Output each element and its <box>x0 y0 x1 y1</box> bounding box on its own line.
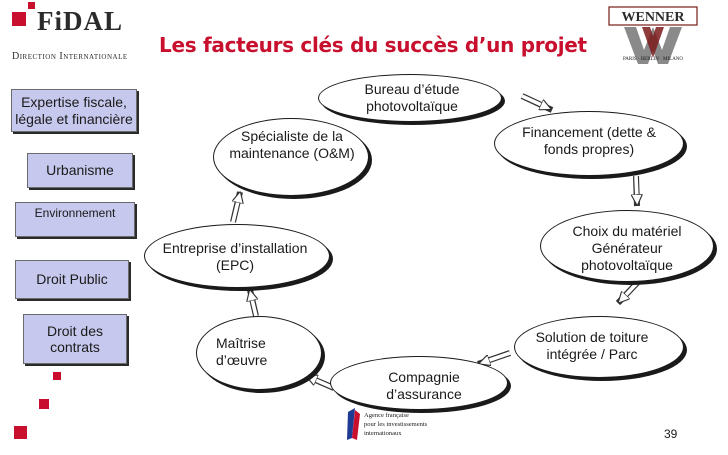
node-maitrise-oeuvre-label: Maîtrise d’œuvre <box>216 335 268 368</box>
node-choix-materiel <box>540 210 714 282</box>
afii-logo-line3: internationaux <box>364 430 402 437</box>
sidebar-item-droit-public: Droit Public <box>15 260 129 299</box>
node-specialiste-maintenance-label: Spécialiste de la maintenance (O&M) <box>229 128 355 161</box>
page-number: 39 <box>664 427 678 441</box>
node-compagnie-assurance-label: Compagnie d’assurance <box>386 369 462 402</box>
wenner-logo-name: WENNER <box>621 10 685 25</box>
sidebar-item-environnement: Environnement <box>15 202 135 237</box>
fidal-logo-square <box>12 12 26 26</box>
node-solution-toiture-label: Solution de toiture intégrée / Parc <box>535 329 649 362</box>
node-financement-label: Financement (dette & fonds propres) <box>522 124 656 157</box>
sidebar-item-label: Environnement <box>34 206 116 220</box>
sidebar-item-label: Expertise fiscale, légale et financière <box>15 94 133 127</box>
decor-square-1 <box>53 372 61 380</box>
fidal-subtitle: Direction Internationale <box>12 51 128 62</box>
node-bureau-etude-label: Bureau d’étude photovoltaïque <box>364 81 460 114</box>
fidal-logo: FiDAL <box>37 6 123 36</box>
sidebar-item-label: Urbanisme <box>46 162 114 179</box>
node-bureau-etude <box>318 74 502 122</box>
node-financement <box>494 111 684 176</box>
sidebar-item-label: Droit Public <box>36 271 108 288</box>
node-specialiste-maintenance <box>213 118 369 196</box>
decor-square-2 <box>39 399 49 409</box>
node-maitrise-oeuvre <box>196 316 322 390</box>
wenner-logo: WENNER PARIS · BERLIN · MILANO <box>608 6 698 64</box>
node-compagnie-assurance <box>330 356 508 410</box>
wenner-logo-cities: PARIS · BERLIN · MILANO <box>623 57 683 62</box>
decor-square-3 <box>14 426 27 439</box>
sidebar-item-expertise: Expertise fiscale, légale et financière <box>11 89 137 132</box>
node-entreprise-installation-label: Entreprise d’installation (EPC) <box>162 240 308 273</box>
node-entreprise-installation <box>144 224 330 288</box>
node-choix-materiel-label: Choix du matériel Générateur photovoltaï… <box>572 223 682 273</box>
node-solution-toiture <box>514 316 684 378</box>
afii-logo: Agence française pour les investissement… <box>347 408 428 440</box>
sidebar-item-droit-contrats: Droit des contrats <box>23 314 127 364</box>
decor-square-top <box>28 2 35 9</box>
page-title: Les facteurs clés du succès d’un projet <box>159 33 587 57</box>
afii-logo-line1: Agence française <box>364 412 409 419</box>
sidebar-item-label: Droit des contrats <box>46 322 104 355</box>
sidebar-item-urbanisme: Urbanisme <box>27 153 133 188</box>
afii-logo-line2: pour les investissements <box>364 421 428 428</box>
